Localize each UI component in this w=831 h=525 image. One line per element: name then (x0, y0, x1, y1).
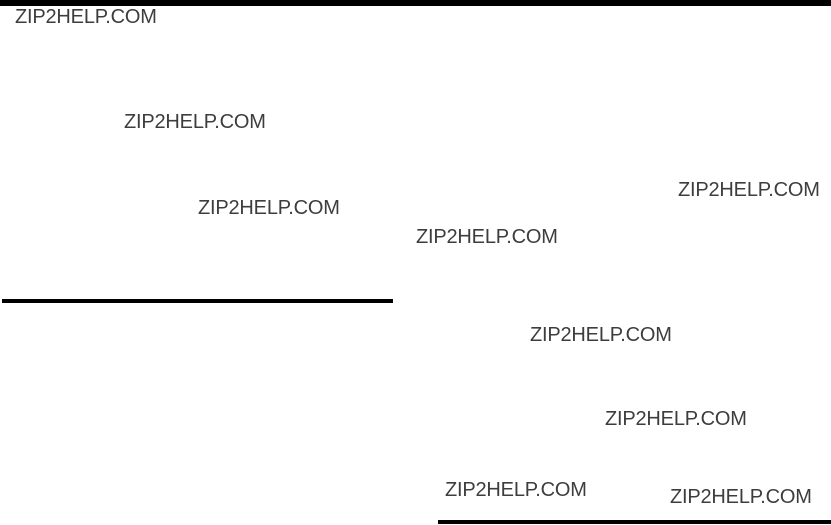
watermark-text: ZIP2HELP.COM (670, 486, 812, 508)
watermark-text: ZIP2HELP.COM (445, 479, 587, 501)
watermark-text: ZIP2HELP.COM (605, 408, 747, 430)
bottom-right-rule (438, 520, 831, 524)
watermark-text: ZIP2HELP.COM (124, 111, 266, 133)
top-rule (0, 0, 831, 6)
left-divider-rule (2, 299, 393, 303)
watermark-text: ZIP2HELP.COM (198, 197, 340, 219)
watermark-text: ZIP2HELP.COM (416, 226, 558, 248)
watermark-text: ZIP2HELP.COM (678, 179, 820, 201)
watermark-text: ZIP2HELP.COM (530, 324, 672, 346)
watermark-text: ZIP2HELP.COM (15, 6, 157, 28)
